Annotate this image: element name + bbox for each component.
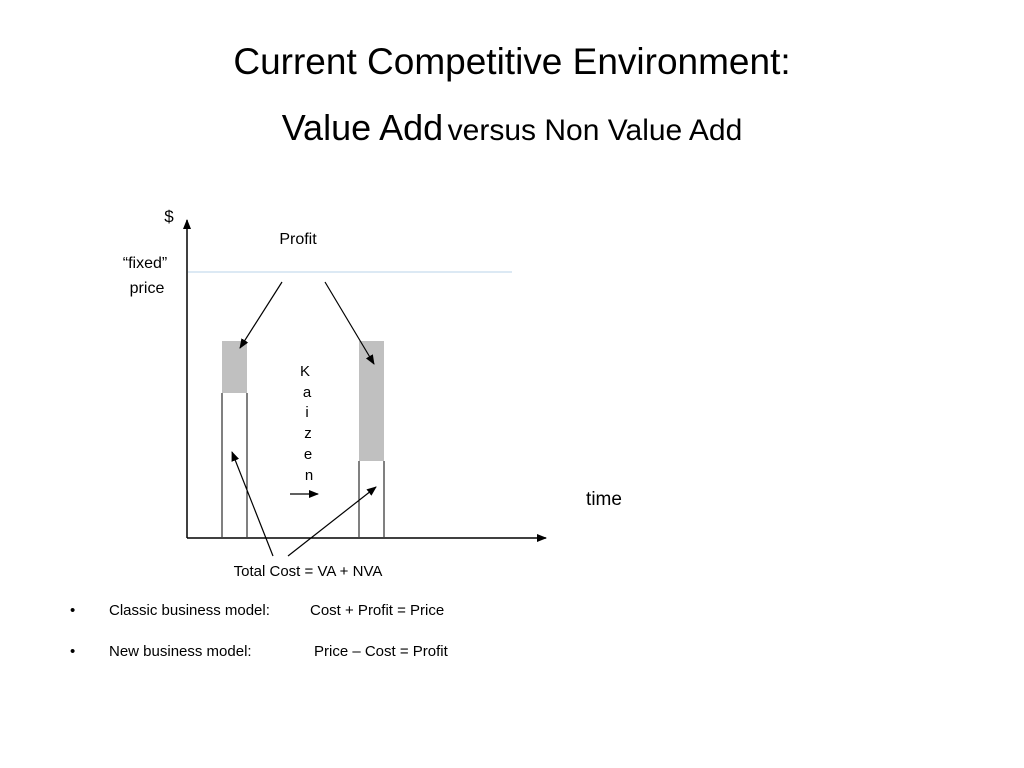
bullet-formula: Price – Cost = Profit — [314, 643, 448, 660]
bullet-label: Classic business model: — [109, 602, 270, 619]
bullet-dot-icon: • — [70, 602, 76, 619]
profit-block-before — [222, 341, 247, 393]
kaizen-letter: n — [305, 467, 313, 484]
bullet-formula: Cost + Profit = Price — [310, 602, 445, 619]
profit-label: Profit — [279, 231, 317, 248]
total-cost-label: Total Cost = VA + NVA — [234, 563, 383, 580]
y-axis-label: $ — [164, 207, 174, 226]
kaizen-letter: z — [304, 425, 312, 442]
subtitle-versus: versus Non Value Add — [447, 114, 743, 147]
total-cost-arrow-left — [231, 451, 274, 557]
profit-arrow-right — [324, 281, 375, 365]
subtitle-value-add: Value Add — [281, 107, 444, 148]
bullet-label: New business model: — [109, 643, 252, 660]
x-axis-label: time — [586, 489, 622, 510]
profit-arrow-left — [239, 281, 283, 349]
kaizen-letter: a — [303, 384, 312, 401]
kaizen-letter: e — [304, 446, 312, 463]
kaizen-letter: K — [300, 363, 310, 380]
bullet-dot-icon: • — [70, 643, 76, 660]
slide-title: Current Competitive Environment: — [233, 41, 791, 82]
total-cost-arrow-right — [287, 486, 377, 557]
kaizen-letter: i — [305, 404, 308, 421]
slide-subtitle: Value Add versus Non Value Add — [0, 106, 1024, 158]
fixed-price-label-2: price — [130, 280, 165, 297]
fixed-price-label: “fixed” — [123, 255, 167, 272]
